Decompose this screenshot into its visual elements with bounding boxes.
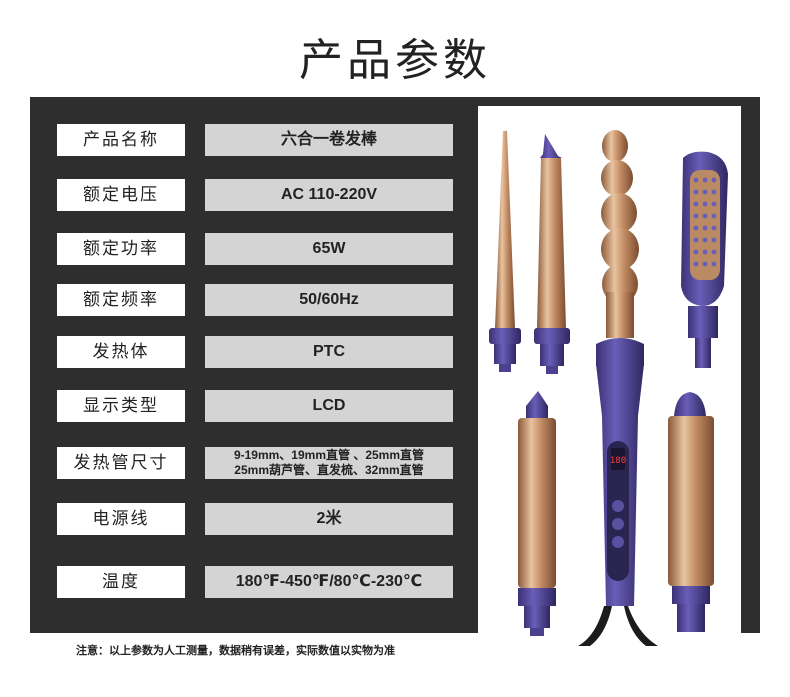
lcd-temperature-readout: 180: [610, 456, 626, 466]
spec-value: 2米: [205, 503, 453, 535]
straight-wand-25mm-attachment: [518, 391, 556, 636]
spec-value: 六合一卷发棒: [205, 124, 453, 156]
spec-value: 9-19mm、19mm直管 、25mm直管 25mm葫芦管、直发梳、32mm直管: [205, 447, 453, 479]
spec-value: AC 110-220V: [205, 179, 453, 211]
cone-wand-attachment: [489, 131, 521, 372]
spec-label: 显示类型: [57, 390, 185, 422]
down-button-icon: [612, 536, 624, 548]
spec-value: 65W: [205, 233, 453, 265]
product-photo: 180: [478, 106, 741, 646]
up-button-icon: [612, 500, 624, 512]
spec-label: 额定频率: [57, 284, 185, 316]
spec-value-line: 9-19mm、19mm直管 、25mm直管: [233, 448, 425, 462]
spec-label: 产品名称: [57, 124, 185, 156]
spec-label: 发热体: [57, 336, 185, 368]
power-button-icon: [612, 518, 624, 530]
spec-value: 180℉-450℉/80℃-230℃: [205, 566, 453, 598]
tapered-wand-attachment: [534, 134, 570, 374]
disclaimer-note: 注意：以上参数为人工测量，数据稍有误差，实际数值以实物为准: [76, 644, 395, 657]
spec-label: 电源线: [57, 503, 185, 535]
spec-label: 温度: [57, 566, 185, 598]
straight-wand-32mm-attachment: [668, 392, 714, 632]
page-title: 产品参数: [299, 35, 491, 86]
spec-value: 50/60Hz: [205, 284, 453, 316]
spec-value: PTC: [205, 336, 453, 368]
brush-attachment: [681, 151, 728, 368]
bubble-wand-with-handle: 180: [578, 130, 658, 646]
spec-value-line: 25mm葫芦管、直发梳、32mm直管: [234, 463, 424, 477]
spec-label: 发热管尺寸: [57, 447, 185, 479]
spec-label: 额定功率: [57, 233, 185, 265]
spec-label: 额定电压: [57, 179, 185, 211]
spec-value: LCD: [205, 390, 453, 422]
